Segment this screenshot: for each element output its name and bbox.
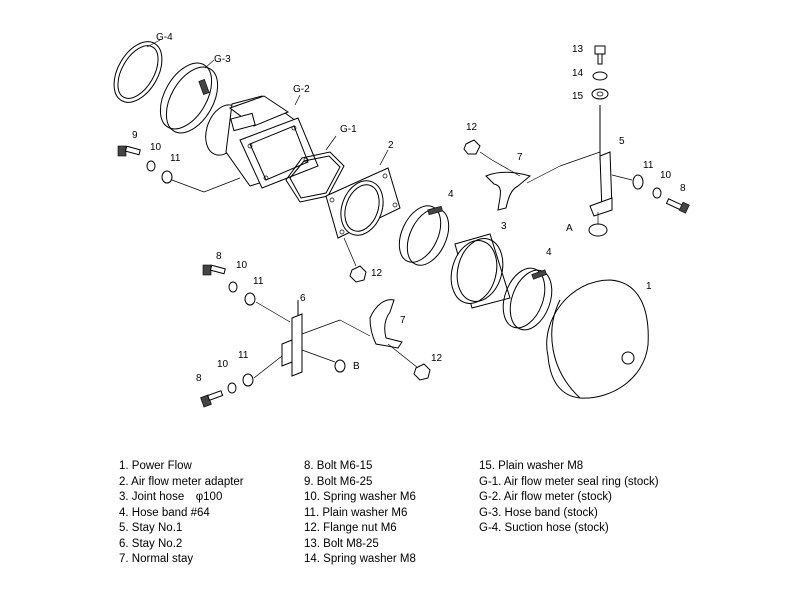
label-g4: G-4: [156, 32, 173, 43]
label-a: A: [566, 223, 573, 234]
legend-column-3: 15. Plain washer M8 G-1. Air flow meter …: [479, 459, 659, 537]
label-8-lower-left: 8: [196, 373, 202, 384]
label-g2: G-2: [293, 84, 310, 95]
flange-nut-lower: [413, 363, 431, 381]
legend-item-13: 13. Bolt M8-25: [304, 537, 379, 550]
legend-item-7: 7. Normal stay: [119, 553, 194, 565]
legend-item-6: 6. Stay No.2: [119, 537, 183, 550]
legend-column-2: 8. Bolt M6-15 9. Bolt M6-25 10. Spring w…: [304, 459, 416, 568]
label-6: 6: [300, 293, 306, 304]
air-flow-meter-adapter: [325, 149, 401, 239]
label-b: B: [353, 361, 360, 372]
label-12-upper: 12: [466, 122, 478, 133]
label-7-lower: 7: [400, 315, 406, 326]
hose-band-upper: [398, 205, 450, 266]
meter-bolt-stack: [117, 145, 241, 193]
label-10-middle-left: 10: [236, 260, 248, 271]
air-flow-meter-seal-ring: [285, 135, 345, 203]
power-flow-filter: [546, 279, 649, 399]
stay-no1-fasteners: [611, 174, 690, 214]
label-14: 14: [572, 68, 584, 79]
legend-item-g1: G-1. Air flow meter seal ring (stock): [479, 475, 659, 488]
legend-item-g3: G-3. Hose band (stock): [479, 506, 598, 519]
suction-hose-ring: [113, 39, 163, 103]
legend-item-11: 11. Plain washer M6: [304, 506, 408, 519]
stay-no2-lower-fasteners: [200, 355, 283, 408]
label-10-lower-left: 10: [217, 359, 229, 370]
label-2: 2: [388, 140, 394, 151]
legend-item-1: 1. Power Flow: [119, 460, 192, 472]
legend-item-g4: G-4. Suction hose (stock): [479, 522, 609, 534]
legend-item-g2: G-2. Air flow meter (stock): [479, 491, 612, 503]
legend-column-1: 1. Power Flow 2. Air flow meter adapter …: [119, 459, 244, 568]
flange-nut-upper: [463, 139, 481, 155]
part-labels: G-4 G-3 G-2 G-1 2 4 3 4 1 12 7 13 14 15 …: [132, 32, 686, 384]
legend-item-15: 15. Plain washer M8: [479, 460, 584, 472]
legend-item-12: 12. Flange nut M6: [304, 522, 397, 534]
label-g3: G-3: [214, 54, 231, 65]
legend-item-5: 5. Stay No.1: [119, 522, 183, 534]
label-9: 9: [132, 130, 138, 141]
label-11-lower-left: 11: [238, 350, 249, 361]
label-7-upper: 7: [517, 152, 523, 163]
joint-hose: [450, 233, 511, 309]
hose-band-lower: [502, 267, 553, 331]
legend-item-3: 3. Joint hose φ100: [119, 491, 223, 503]
stay-no1: [526, 45, 613, 237]
normal-stay-lower: [369, 299, 419, 369]
air-flow-meter: [205, 94, 319, 189]
label-1: 1: [646, 281, 652, 292]
stock-hose-band: [159, 59, 219, 134]
legend-item-2: 2. Air flow meter adapter: [119, 475, 244, 488]
legend-item-4: 4. Hose band #64: [119, 506, 210, 519]
flange-nut-middle: [343, 237, 367, 283]
stay-no2-upper-fasteners: [202, 264, 291, 323]
label-8-middle-left: 8: [216, 251, 222, 262]
label-g1: G-1: [340, 124, 357, 135]
legend-item-14: 14. Spring washer M8: [304, 553, 416, 565]
label-15: 15: [572, 91, 584, 102]
label-4-lower: 4: [546, 247, 552, 258]
label-13: 13: [572, 44, 584, 55]
label-3: 3: [501, 221, 507, 232]
label-10-upper-left: 10: [150, 142, 162, 153]
legend-item-8: 8. Bolt M6-15: [304, 460, 373, 472]
normal-stay-upper: [479, 151, 532, 211]
label-12-lower: 12: [431, 353, 443, 364]
label-11-right: 11: [643, 160, 654, 171]
label-11-middle-left: 11: [253, 276, 264, 287]
exploded-parts-diagram: G-4 G-3 G-2 G-1 2 4 3 4 1 12 7 13 14 15 …: [113, 32, 690, 408]
label-12-middle: 12: [371, 268, 383, 279]
stay-no2: [281, 300, 371, 377]
label-4-upper: 4: [448, 189, 454, 200]
legend-item-10: 10. Spring washer M6: [304, 491, 416, 503]
legend-item-9: 9. Bolt M6-25: [304, 475, 373, 488]
label-11-upper-left: 11: [170, 153, 181, 164]
label-8-right: 8: [680, 183, 686, 194]
label-5: 5: [619, 136, 625, 147]
label-10-right: 10: [660, 170, 672, 181]
